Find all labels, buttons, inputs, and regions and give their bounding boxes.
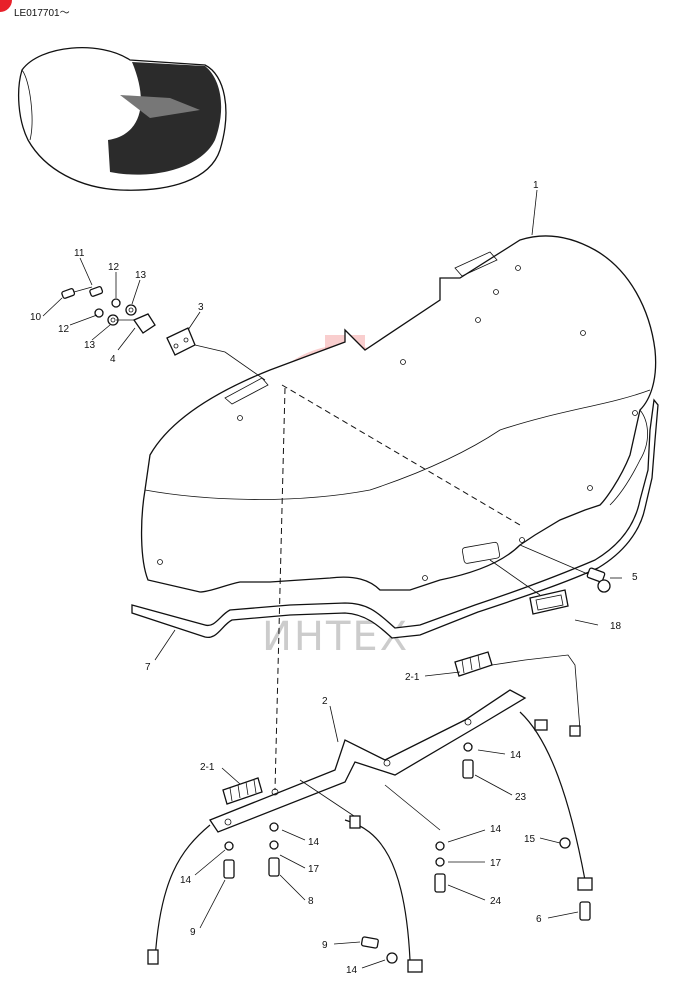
callout-7: 7 (145, 662, 151, 673)
callout-17a: 17 (308, 864, 320, 875)
callout-3: 3 (198, 302, 204, 313)
callout-labels: 1 3 4 11 12 13 10 12 13 5 18 7 2 2-1 2-1… (30, 180, 638, 976)
callout-13b: 13 (84, 340, 96, 351)
corner-marker (0, 0, 12, 12)
frame-2 (209, 689, 527, 833)
callout-4: 4 (110, 354, 116, 365)
callout-12a: 12 (108, 262, 120, 273)
hinge-bracket-4 (133, 313, 156, 334)
callout-6: 6 (536, 914, 542, 925)
callout-9b: 9 (322, 940, 328, 951)
callout-2-1a: 2-1 (405, 672, 420, 683)
callout-11: 11 (74, 248, 85, 259)
callout-14c: 14 (180, 875, 192, 886)
hinge-2-1-right (454, 651, 581, 737)
lower-fasteners (223, 742, 591, 964)
callout-14a: 14 (510, 750, 522, 761)
callout-12b: 12 (58, 324, 70, 335)
callout-13a: 13 (135, 270, 147, 281)
callout-23: 23 (515, 792, 527, 803)
callout-15: 15 (524, 834, 536, 845)
hinge-2-1-left (222, 777, 263, 805)
serial-range-label: LE017701～ (14, 8, 70, 19)
fastener-group (61, 286, 137, 326)
support-stays (147, 711, 593, 973)
callout-2: 2 (322, 696, 328, 707)
cover-slot (461, 541, 501, 564)
callout-14d: 14 (490, 824, 502, 835)
callout-1: 1 (533, 180, 539, 191)
callout-2-1b: 2-1 (200, 762, 215, 773)
callout-9a: 9 (190, 927, 196, 938)
callout-14e: 14 (346, 965, 358, 976)
callout-18: 18 (610, 621, 622, 632)
callout-5: 5 (632, 572, 638, 583)
seal-strip (131, 398, 659, 639)
callout-10: 10 (30, 312, 42, 323)
assembled-cover-thumbnail (18, 47, 227, 191)
callout-14b: 14 (308, 837, 320, 848)
latch-5 (519, 544, 611, 593)
callout-24: 24 (490, 896, 502, 907)
callout-8: 8 (308, 896, 314, 907)
grip-18 (489, 559, 569, 615)
hinge-bracket-3 (166, 327, 196, 356)
leader-lines (42, 189, 622, 969)
cover-panel (140, 235, 657, 593)
mounting-holes (157, 265, 638, 581)
callout-17b: 17 (490, 858, 502, 869)
